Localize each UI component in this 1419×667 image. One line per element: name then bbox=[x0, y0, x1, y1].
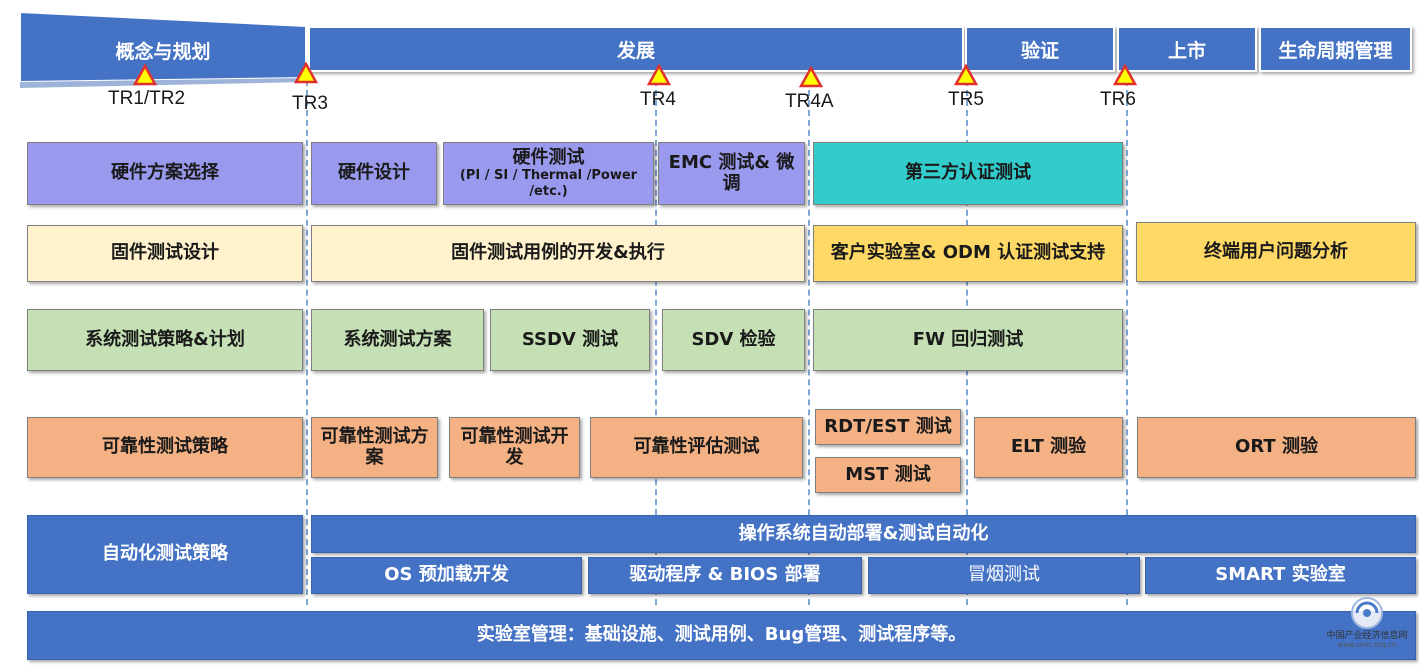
phase-verify: 验证 bbox=[965, 26, 1115, 72]
os-deploy-automation-box: 操作系统自动部署&测试自动化 bbox=[311, 515, 1416, 553]
reliability-plan-box: 可靠性测试方案 bbox=[311, 417, 438, 478]
tr3-line bbox=[306, 80, 308, 605]
hardware-test-box: 硬件测试 (PI / SI / Thermal /Power /etc.) bbox=[443, 142, 654, 205]
hardware-design-box: 硬件设计 bbox=[311, 142, 437, 205]
milestone-label: TR5 bbox=[948, 89, 984, 110]
mst-test-box: MST 测试 bbox=[815, 457, 961, 493]
automation-strategy-box: 自动化测试策略 bbox=[27, 515, 303, 594]
phase-lifecycle: 生命周期管理 bbox=[1259, 26, 1412, 72]
third-party-cert-box: 第三方认证测试 bbox=[813, 142, 1123, 205]
phase-develop: 发展 bbox=[308, 26, 964, 72]
firmware-dev-exec-box: 固件测试用例的开发&执行 bbox=[311, 225, 805, 282]
hardware-scheme-box: 硬件方案选择 bbox=[27, 142, 303, 205]
reliability-strategy-box: 可靠性测试策略 bbox=[27, 417, 303, 478]
watermark-logo: 中国产业经济信息网 www.cinic.org.cn bbox=[1327, 596, 1408, 660]
milestone-label: TR4 bbox=[640, 89, 676, 110]
tr4a-line bbox=[808, 80, 810, 605]
ssdv-test-box: SSDV 测试 bbox=[490, 309, 650, 371]
milestone-label: TR3 bbox=[292, 93, 328, 114]
smoke-test-box: 冒烟测试 bbox=[868, 557, 1140, 594]
emc-test-box: EMC 测试& 微调 bbox=[658, 142, 805, 205]
reliability-dev-box: 可靠性测试开发 bbox=[449, 417, 580, 478]
milestone-label: TR6 bbox=[1100, 89, 1136, 110]
customer-lab-odm-box: 客户实验室& ODM 认证测试支持 bbox=[813, 225, 1123, 282]
enduser-analysis-box: 终端用户问题分析 bbox=[1136, 222, 1416, 282]
tr1-tr2-triangle-icon bbox=[133, 64, 157, 86]
elt-test-box: ELT 测验 bbox=[974, 417, 1123, 478]
system-test-plan-box: 系统测试方案 bbox=[311, 309, 484, 371]
tr4a-triangle-icon bbox=[799, 66, 823, 88]
tr6-triangle-icon bbox=[1113, 64, 1137, 86]
hardware-test-detail: (PI / SI / Thermal /Power /etc.) bbox=[459, 168, 638, 199]
lab-management-box: 实验室管理：基础设施、测试用例、Bug管理、测试程序等。 bbox=[27, 611, 1416, 660]
hardware-test-title: 硬件测试 bbox=[512, 146, 585, 168]
smart-lab-box: SMART 实验室 bbox=[1145, 557, 1416, 594]
driver-bios-box: 驱动程序 & BIOS 部署 bbox=[588, 557, 862, 594]
tr6-line bbox=[1126, 80, 1128, 605]
reliability-eval-box: 可靠性评估测试 bbox=[590, 417, 803, 478]
milestone-label: TR4A bbox=[785, 91, 834, 112]
os-preload-box: OS 预加载开发 bbox=[311, 557, 582, 594]
phase-launch: 上市 bbox=[1117, 26, 1257, 72]
tr4-line bbox=[655, 80, 657, 605]
sdv-check-box: SDV 检验 bbox=[662, 309, 805, 371]
tr4-triangle-icon bbox=[647, 64, 671, 86]
phase-concept: 概念与规划 bbox=[115, 40, 211, 63]
system-test-strategy-box: 系统测试策略&计划 bbox=[27, 309, 303, 371]
milestone-label: TR1/TR2 bbox=[108, 88, 186, 109]
rdt-est-test-box: RDT/EST 测试 bbox=[815, 409, 961, 445]
cinic-logo-icon bbox=[1351, 597, 1383, 629]
ort-test-box: ORT 测验 bbox=[1137, 417, 1416, 478]
watermark-name: 中国产业经济信息网 bbox=[1326, 631, 1408, 641]
firmware-test-design-box: 固件测试设计 bbox=[27, 225, 303, 282]
fw-regression-box: FW 回归测试 bbox=[813, 309, 1123, 371]
tr5-triangle-icon bbox=[954, 64, 978, 86]
tr3-triangle-icon bbox=[294, 62, 318, 84]
watermark-url: www.cinic.org.cn bbox=[1337, 641, 1397, 649]
